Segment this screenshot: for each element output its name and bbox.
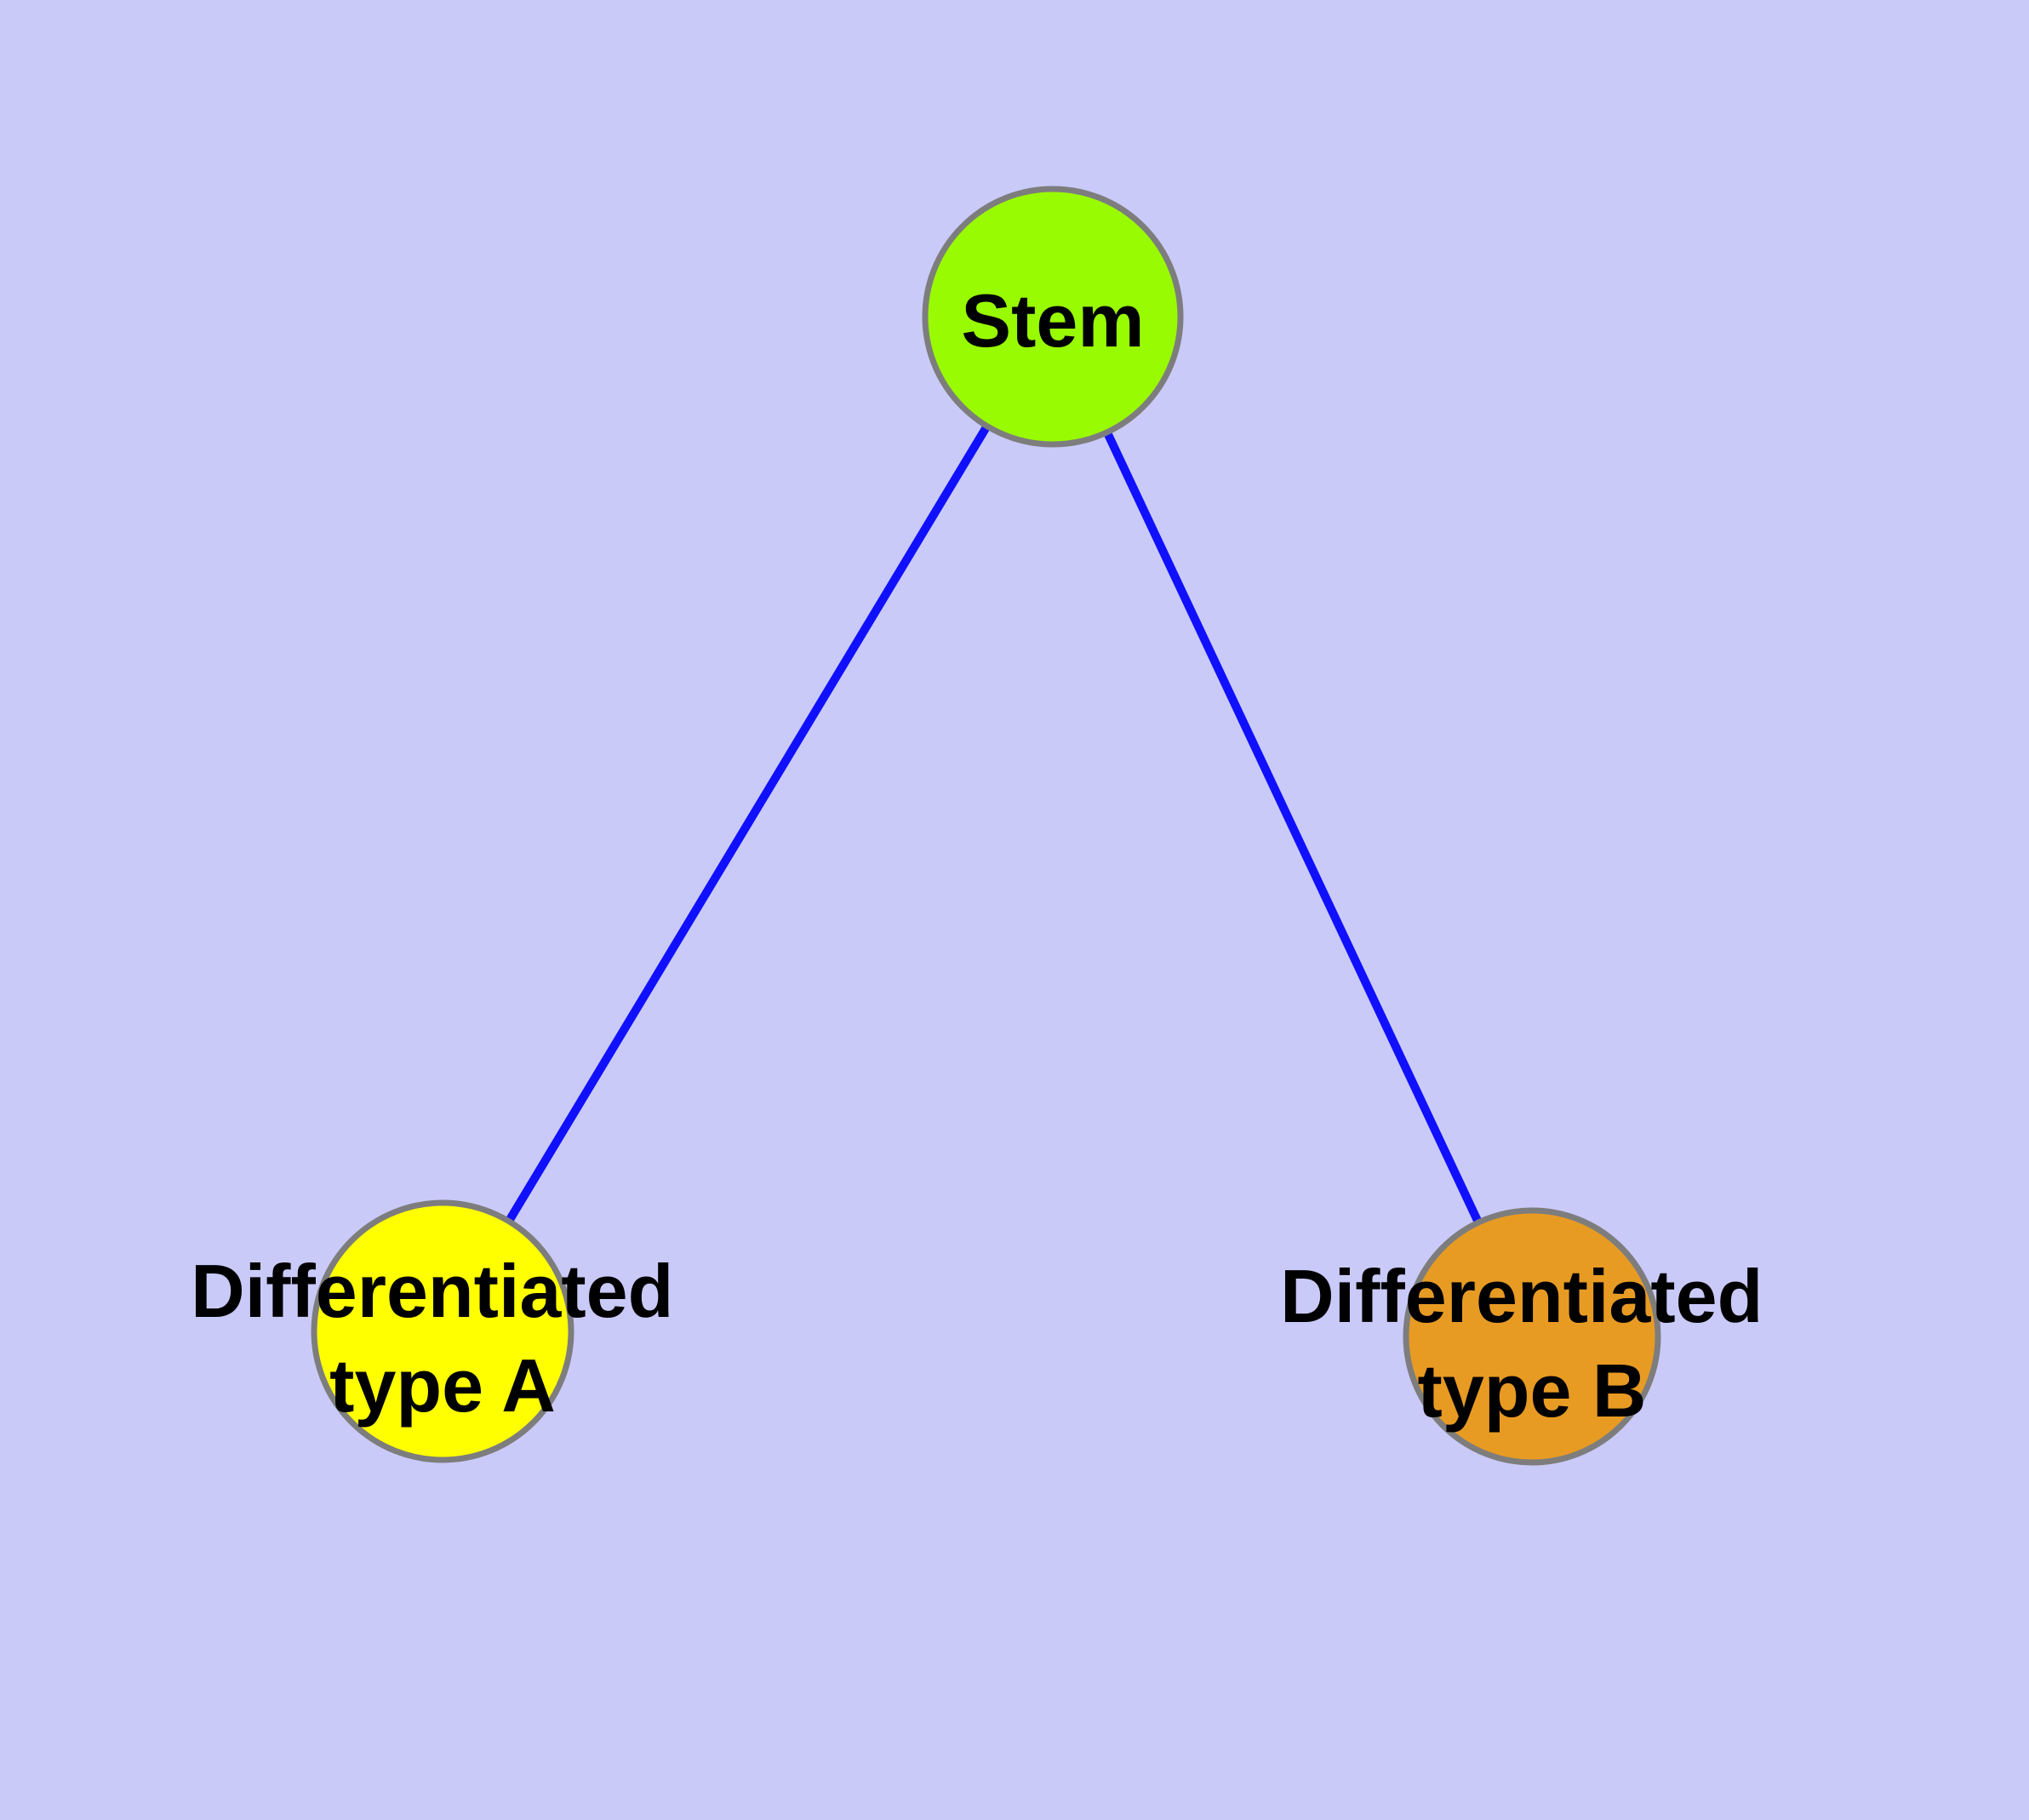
node-type-b-label-line1: Differentiated bbox=[1280, 1254, 1763, 1338]
node-type-a-label-line2: type A bbox=[329, 1343, 556, 1428]
node-type-b-circle bbox=[1403, 1207, 1661, 1466]
edge-stem-to-type-b bbox=[1049, 312, 1536, 1341]
node-stem-label: Stem bbox=[961, 278, 1144, 363]
node-type-b-label-line2: type B bbox=[1418, 1348, 1647, 1433]
node-stem-circle bbox=[922, 186, 1184, 448]
edge-stem-to-type-a bbox=[438, 312, 1057, 1336]
node-type-a-label: Differentiated type A bbox=[191, 1249, 694, 1428]
node-type-a-label-line1: Differentiated bbox=[191, 1249, 673, 1333]
node-type-a-circle bbox=[311, 1199, 574, 1463]
node-type-b-label: Differentiated type B bbox=[1280, 1254, 1784, 1433]
